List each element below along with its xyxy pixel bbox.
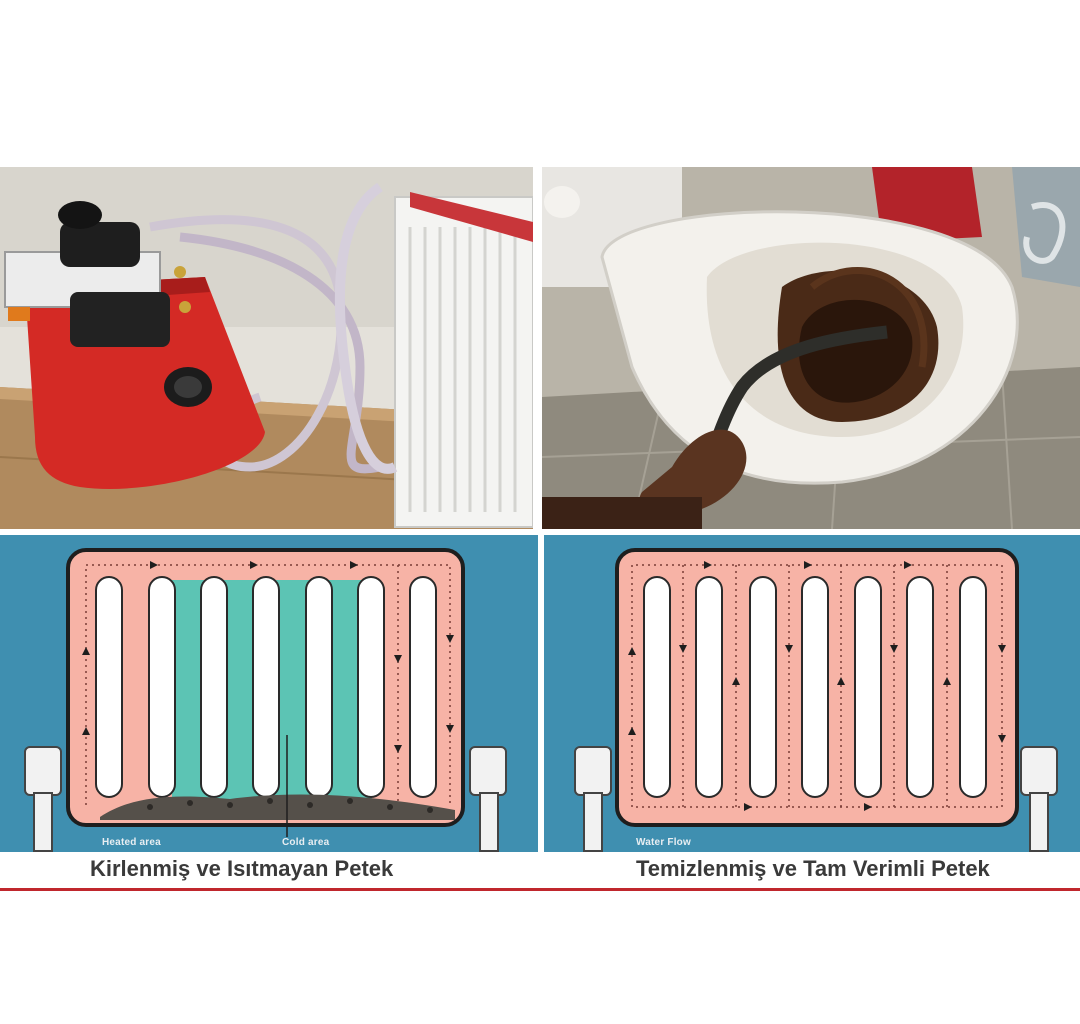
caption-bar: Kirlenmiş ve Isıtmayan Petek Temizlenmiş… bbox=[0, 852, 1080, 888]
pump-machine-photo bbox=[0, 167, 533, 529]
cold-area-label: Cold area bbox=[282, 837, 330, 848]
divider-rule bbox=[0, 888, 1080, 891]
water-flow-label: Water Flow bbox=[636, 837, 691, 848]
toilet-drain-photo bbox=[542, 167, 1080, 529]
dirty-radiator-diagram: Heated area Cold area bbox=[0, 535, 538, 853]
clean-radiator-diagram: Water Flow bbox=[544, 535, 1080, 853]
heated-area-label: Heated area bbox=[102, 837, 161, 848]
clean-radiator-caption: Temizlenmiş ve Tam Verimli Petek bbox=[636, 856, 990, 881]
dirty-radiator-caption: Kirlenmiş ve Isıtmayan Petek bbox=[90, 856, 394, 881]
